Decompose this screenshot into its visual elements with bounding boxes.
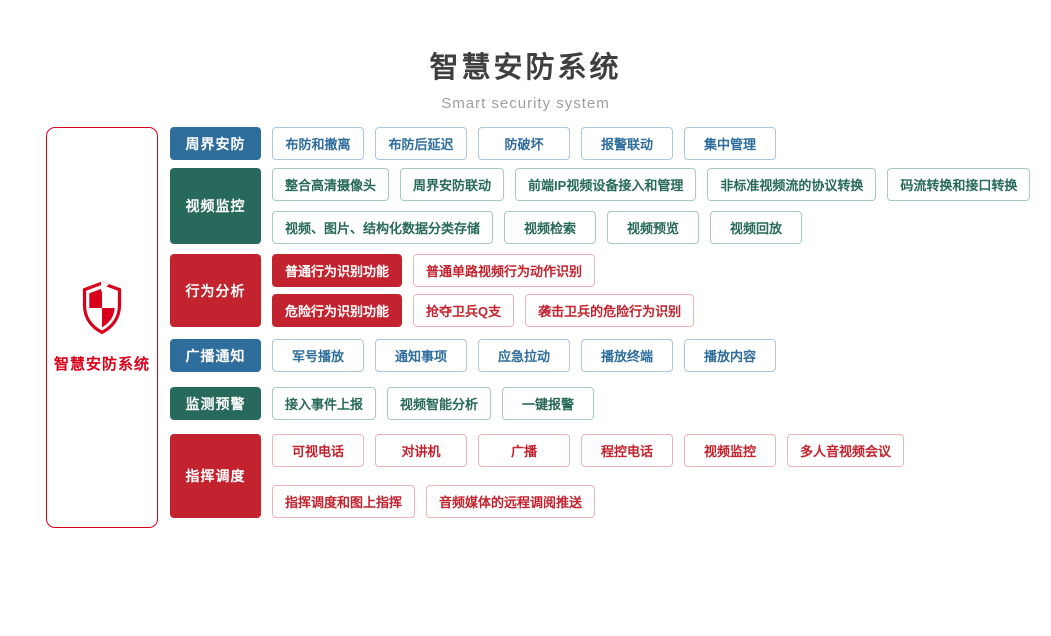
feature-node: 播放内容 (684, 339, 776, 372)
feature-node: 码流转换和接口转换 (887, 168, 1031, 201)
feature-node: 整合高清摄像头 (272, 168, 390, 201)
feature-node: 布防后延迟 (375, 127, 467, 160)
diagram: 智慧安防系统 周界安防布防和撤离布防后延迟防破坏报警联动集中管理视频监控整合高清… (46, 127, 1031, 528)
feature-node: 视频预览 (607, 211, 700, 244)
feature-node: 多人音视频会议 (787, 434, 905, 467)
category-node: 视频监控 (170, 168, 261, 244)
feature-node: 对讲机 (375, 434, 467, 467)
feature-node: 防破坏 (478, 127, 570, 160)
feature-line: 视频、图片、结构化数据分类存储视频检索视频预览视频回放 (272, 211, 1030, 244)
feature-node: 抢夺卫兵Q支 (413, 294, 515, 327)
feature-node: 通知事项 (375, 339, 467, 372)
feature-node: 视频检索 (504, 211, 597, 244)
category-node: 周界安防 (170, 127, 261, 160)
feature-lines: 整合高清摄像头周界安防联动前端IP视频设备接入和管理非标准视频流的协议转换码流转… (272, 168, 1031, 244)
category-node: 监测预警 (170, 387, 261, 420)
feature-line: 布防和撤离布防后延迟防破坏报警联动集中管理 (272, 127, 776, 160)
feature-node: 军号播放 (272, 339, 364, 372)
feature-node: 视频、图片、结构化数据分类存储 (272, 211, 494, 244)
feature-node: 指挥调度和图上指挥 (272, 485, 416, 518)
branch-row: 行为分析普通行为识别功能普通单路视频行为动作识别危险行为识别功能抢夺卫兵Q支袭击… (170, 254, 1030, 327)
feature-node: 接入事件上报 (272, 387, 377, 420)
feature-line: 危险行为识别功能抢夺卫兵Q支袭击卫兵的危险行为识别 (272, 294, 695, 327)
feature-line: 普通行为识别功能普通单路视频行为动作识别 (272, 254, 694, 287)
root-label: 智慧安防系统 (53, 356, 150, 373)
branch-row: 广播通知军号播放通知事项应急拉动播放终端播放内容 (170, 339, 1030, 372)
feature-lines: 布防和撤离布防后延迟防破坏报警联动集中管理 (272, 127, 776, 160)
feature-node: 可视电话 (272, 434, 364, 467)
feature-lines: 普通行为识别功能普通单路视频行为动作识别危险行为识别功能抢夺卫兵Q支袭击卫兵的危… (272, 254, 695, 327)
feature-line: 整合高清摄像头周界安防联动前端IP视频设备接入和管理非标准视频流的协议转换码流转… (272, 168, 1031, 201)
feature-node: 袭击卫兵的危险行为识别 (525, 294, 695, 327)
feature-node: 普通行为识别功能 (272, 254, 403, 287)
feature-node: 播放终端 (581, 339, 673, 372)
root-node: 智慧安防系统 (46, 127, 158, 528)
branch-row: 周界安防布防和撤离布防后延迟防破坏报警联动集中管理 (170, 127, 1030, 160)
page-title: 智慧安防系统 (429, 52, 622, 84)
category-node: 指挥调度 (170, 434, 261, 518)
feature-node: 程控电话 (581, 434, 673, 467)
feature-lines: 接入事件上报视频智能分析一键报警 (272, 387, 595, 420)
branch-row: 视频监控整合高清摄像头周界安防联动前端IP视频设备接入和管理非标准视频流的协议转… (170, 168, 1031, 244)
branch-row: 指挥调度可视电话对讲机广播程控电话视频监控多人音视频会议指挥调度和图上指挥音频媒… (170, 434, 1030, 518)
feature-node: 周界安防联动 (400, 168, 505, 201)
feature-node: 视频回放 (710, 211, 803, 244)
feature-node: 前端IP视频设备接入和管理 (515, 168, 697, 201)
branch-rows: 周界安防布防和撤离布防后延迟防破坏报警联动集中管理视频监控整合高清摄像头周界安防… (170, 127, 1031, 518)
feature-node: 普通单路视频行为动作识别 (413, 254, 596, 287)
feature-lines: 可视电话对讲机广播程控电话视频监控多人音视频会议指挥调度和图上指挥音频媒体的远程… (272, 434, 905, 518)
shield-icon (79, 281, 125, 340)
feature-lines: 军号播放通知事项应急拉动播放终端播放内容 (272, 339, 776, 372)
category-node: 广播通知 (170, 339, 261, 372)
feature-node: 视频监控 (684, 434, 776, 467)
page-header: 智慧安防系统 Smart security system (0, 0, 1051, 112)
feature-node: 一键报警 (502, 387, 595, 420)
feature-line: 军号播放通知事项应急拉动播放终端播放内容 (272, 339, 776, 372)
feature-node: 应急拉动 (478, 339, 570, 372)
feature-node: 广播 (478, 434, 570, 467)
feature-node: 危险行为识别功能 (272, 294, 403, 327)
feature-node: 音频媒体的远程调阅推送 (426, 485, 596, 518)
feature-node: 报警联动 (581, 127, 673, 160)
feature-node: 视频智能分析 (387, 387, 492, 420)
branch-row: 监测预警接入事件上报视频智能分析一键报警 (170, 387, 1030, 420)
page-subtitle: Smart security system (441, 95, 610, 112)
feature-node: 集中管理 (684, 127, 776, 160)
feature-line: 接入事件上报视频智能分析一键报警 (272, 387, 595, 420)
feature-node: 布防和撤离 (272, 127, 364, 160)
feature-node: 非标准视频流的协议转换 (707, 168, 877, 201)
feature-line: 指挥调度和图上指挥音频媒体的远程调阅推送 (272, 485, 904, 518)
category-node: 行为分析 (170, 254, 261, 327)
feature-line: 可视电话对讲机广播程控电话视频监控多人音视频会议 (272, 434, 905, 467)
